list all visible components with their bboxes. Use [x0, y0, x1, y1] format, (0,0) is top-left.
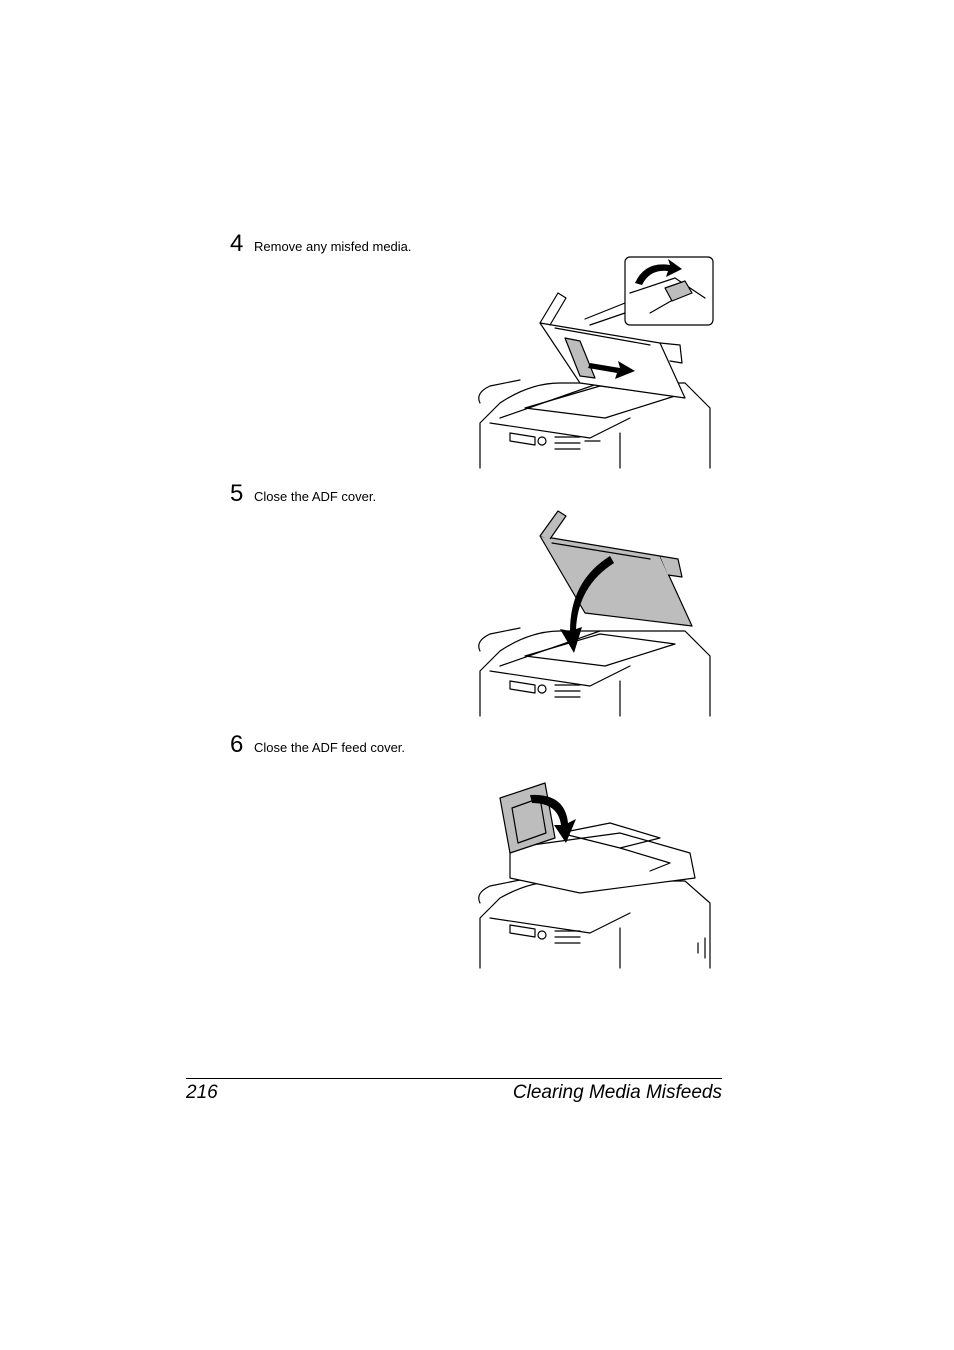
footer-divider: [186, 1078, 722, 1079]
step-4: 4 Remove any misfed media.: [230, 232, 412, 256]
step-instruction: Close the ADF cover.: [254, 489, 377, 504]
step-number: 5: [230, 480, 244, 507]
illustration-close-adf-feed-cover: [470, 748, 720, 978]
step-instruction: Close the ADF feed cover.: [254, 740, 406, 755]
step-number: 6: [230, 731, 244, 758]
step-6: 6 Close the ADF feed cover.: [230, 733, 405, 757]
step-5: 5 Close the ADF cover.: [230, 482, 376, 506]
section-title: Clearing Media Misfeeds: [512, 1082, 722, 1103]
page-number: 216: [186, 1082, 218, 1103]
illustration-remove-media: [470, 248, 720, 478]
step-number: 4: [230, 230, 244, 257]
illustration-close-adf-cover: [470, 496, 720, 726]
step-instruction: Remove any misfed media.: [254, 239, 412, 254]
